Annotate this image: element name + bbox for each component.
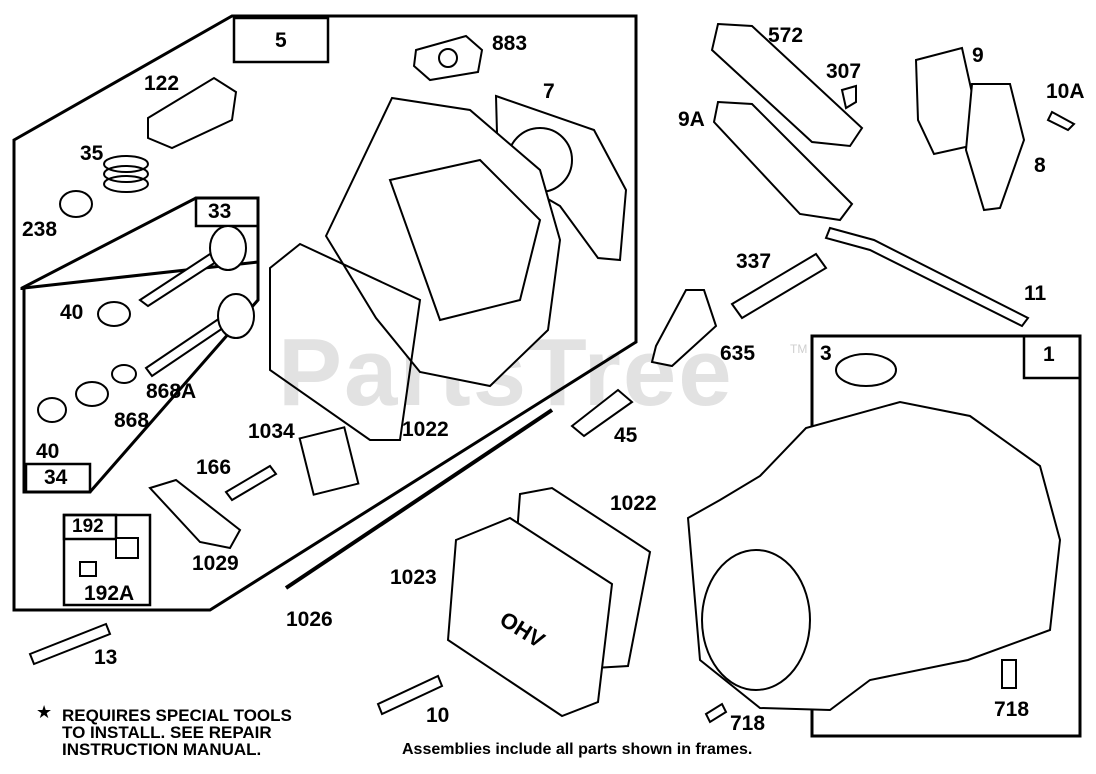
part-11-tube [824, 226, 1030, 328]
part-238-cap [59, 190, 93, 218]
callout-307: 307 [826, 60, 862, 83]
callout-7: 7 [543, 80, 555, 103]
callout-9: 9 [972, 44, 984, 67]
watermark-trademark: TM [790, 342, 808, 356]
part-883-gasket [412, 34, 484, 82]
callout-40-upper: 40 [60, 301, 84, 324]
callout-1022-frame: 1022 [402, 418, 449, 441]
special-tools-note-line2: TO INSTALL. SEE REPAIR [62, 723, 272, 742]
part-307-screw [840, 84, 857, 110]
frame-1-label: 1 [1043, 343, 1055, 366]
part-9a-gasket [712, 100, 854, 222]
callout-718-right: 718 [994, 698, 1030, 721]
special-tools-star: ★ [36, 702, 53, 722]
part-45-tube [570, 388, 634, 438]
callout-718-left: 718 [730, 712, 766, 735]
frame-192-label-box [62, 513, 118, 541]
part-8-breather-cover [964, 83, 1026, 212]
callout-8: 8 [1034, 154, 1046, 177]
callout-337: 337 [736, 250, 772, 273]
callout-10: 10 [426, 704, 450, 727]
part-34-exhaust-valve [144, 293, 255, 378]
part-10a-screw [1046, 110, 1076, 132]
callout-868a: 868A [146, 380, 197, 403]
part-3-oil-seal [835, 353, 897, 387]
callout-1023: 1023 [390, 566, 437, 589]
callout-635: 635 [720, 342, 756, 365]
frame-5-label-box [232, 16, 330, 64]
callout-572: 572 [768, 24, 804, 47]
part-718-pin-left [704, 702, 728, 724]
callout-13: 13 [94, 646, 118, 669]
part-40-seal-upper [97, 301, 131, 327]
frame-1-label-box [1022, 334, 1082, 380]
frame-192-label: 192 [72, 516, 104, 537]
callout-1029: 1029 [192, 552, 239, 575]
callout-166: 166 [196, 456, 232, 479]
special-tools-note-line1: REQUIRES SPECIAL TOOLS [62, 706, 292, 725]
part-13-bolt [28, 622, 112, 666]
part-1026-push-rod [284, 408, 554, 590]
part-1029-rocker-arm [148, 478, 242, 550]
part-35-spring [103, 155, 149, 193]
part-1022-rocker-gasket [269, 242, 422, 441]
part-10-bolt [376, 674, 444, 716]
part-122-bracket [147, 76, 238, 150]
part-33-intake-valve [138, 225, 247, 308]
callout-10a: 10A [1046, 80, 1085, 103]
callout-9a: 9A [678, 108, 705, 131]
special-tools-note-line3: INSTRUCTION MANUAL. [62, 740, 262, 759]
frame-5-border [12, 14, 638, 612]
part-635-fitting [650, 289, 718, 368]
part-868-retainer [75, 381, 109, 407]
frame-33-label: 33 [208, 200, 232, 223]
callout-3: 3 [820, 342, 832, 365]
callout-11: 11 [1024, 282, 1047, 305]
part-cylinder-head [324, 96, 562, 388]
callout-192a: 192A [84, 582, 135, 605]
part-1-crankcase [686, 400, 1062, 712]
callout-883: 883 [492, 32, 528, 55]
frame-5-label: 5 [275, 29, 287, 52]
part-192a-setscrew [79, 561, 97, 577]
callout-45: 45 [614, 424, 638, 447]
part-166-stud [224, 464, 278, 502]
part-572-gasket [710, 22, 864, 148]
part-40-seal-lower [37, 397, 67, 423]
callout-40-lower: 40 [36, 440, 60, 463]
part-1034-plate [298, 426, 360, 496]
frame-34-label: 34 [44, 466, 68, 489]
frame-34-label-box [24, 462, 92, 494]
callout-238: 238 [22, 218, 58, 241]
assemblies-note: Assemblies include all parts shown in fr… [402, 741, 753, 758]
callout-1026: 1026 [286, 608, 333, 631]
callout-868: 868 [114, 409, 150, 432]
part-192-fitting [115, 537, 139, 559]
callout-35: 35 [80, 142, 104, 165]
part-868a-washer [111, 364, 137, 384]
callout-122: 122 [144, 72, 180, 95]
part-1023-valve-cover [446, 516, 614, 718]
callout-1034: 1034 [248, 420, 295, 443]
part-337-spark-plug [730, 252, 828, 320]
part-718-pin-right [1001, 659, 1017, 689]
callout-1022-cover: 1022 [610, 492, 657, 515]
